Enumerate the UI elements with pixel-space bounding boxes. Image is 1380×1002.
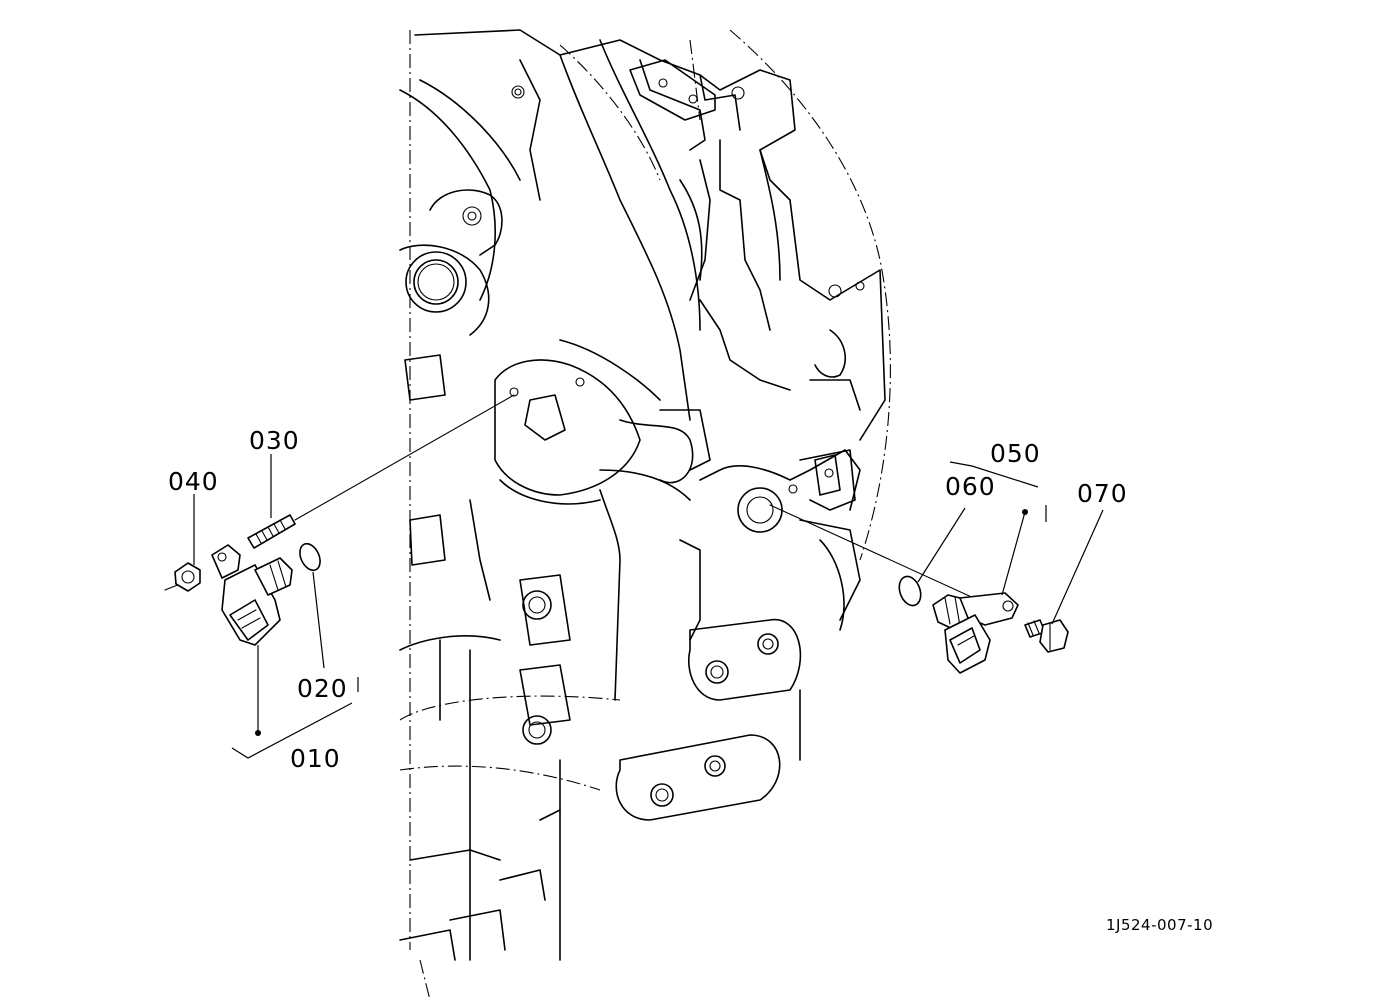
bolt-070 (1024, 619, 1069, 653)
part-labels: 010 020 030 040 050 060 070 1J524-007-10 (168, 426, 1213, 934)
label-060[interactable]: 060 (945, 472, 996, 501)
label-050[interactable]: 050 (990, 439, 1041, 468)
left-sensor-assembly (164, 394, 515, 759)
speed-sensor-010 (211, 544, 293, 646)
speed-sensor-050 (932, 592, 1019, 674)
drawing-code: 1J524-007-10 (1106, 916, 1213, 934)
label-070[interactable]: 070 (1077, 479, 1128, 508)
o-ring-020 (299, 542, 321, 572)
label-010[interactable]: 010 (290, 744, 341, 773)
right-sensor-assembly (769, 461, 1104, 674)
transmission-housing (399, 29, 891, 1001)
nut-040 (174, 562, 201, 592)
o-ring-060 (898, 575, 922, 607)
label-020[interactable]: 020 (297, 674, 348, 703)
stud-030 (247, 514, 296, 549)
label-030[interactable]: 030 (249, 426, 300, 455)
label-040[interactable]: 040 (168, 467, 219, 496)
